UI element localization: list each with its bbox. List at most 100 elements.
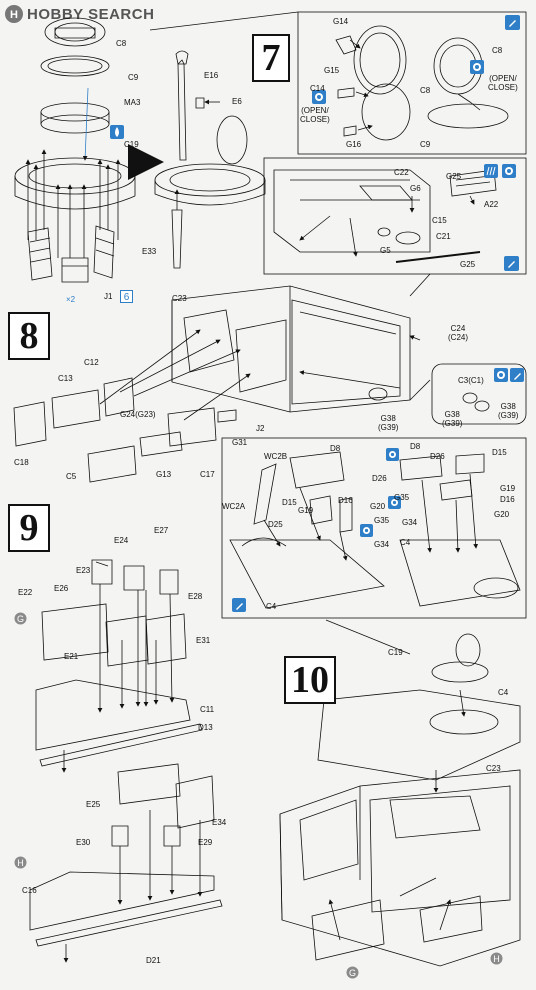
marker-h-icon: H xyxy=(490,952,503,965)
part-label: D16 xyxy=(338,496,353,505)
part-label: G20 xyxy=(370,502,386,511)
part-label: E23 xyxy=(76,566,91,575)
part-label: G34 xyxy=(402,518,418,527)
logo-text: HOBBY SEARCH xyxy=(27,5,155,23)
glue-icon xyxy=(110,125,124,139)
part-label: WC2A xyxy=(222,502,246,511)
svg-text:H: H xyxy=(493,954,500,964)
texture-icon xyxy=(484,164,498,178)
marker-h-icon: H xyxy=(14,856,27,869)
part-label: E31 xyxy=(196,636,211,645)
qty-box-icon: 6 xyxy=(120,290,133,303)
part-label: G25 xyxy=(460,260,476,269)
part-label: G5 xyxy=(380,246,391,255)
part-label: E21 xyxy=(64,652,79,661)
step7-roof-detail-box xyxy=(263,157,527,297)
part-label: D26 xyxy=(372,474,387,483)
part-label: J2 xyxy=(256,424,265,433)
part-label: ×2 xyxy=(66,295,76,304)
part-label: C14 xyxy=(310,84,325,93)
part-label: C13 xyxy=(58,374,73,383)
paint-icon xyxy=(510,368,524,382)
part-label: C4 xyxy=(498,688,509,697)
part-label: E29 xyxy=(198,838,213,847)
step9-fighting-compartment xyxy=(29,559,223,963)
part-label: C4 xyxy=(400,538,411,547)
part-label: D13 xyxy=(198,723,213,732)
part-label: D25 xyxy=(268,520,283,529)
movable-icon xyxy=(388,496,401,509)
part-label: E27 xyxy=(154,526,169,535)
part-label: C23 xyxy=(172,294,187,303)
part-label: G19 xyxy=(500,484,516,493)
part-label: C19 xyxy=(388,648,403,657)
part-label: C19 xyxy=(124,140,139,149)
paint-icon xyxy=(232,598,246,612)
step-number-8: 8 xyxy=(8,312,50,360)
part-label: C23 xyxy=(486,764,501,773)
part-label: G25 xyxy=(446,172,462,181)
part-label: C18 xyxy=(14,458,29,467)
part-label: G14 xyxy=(333,17,349,26)
part-label: (OPEN/ CLOSE) xyxy=(300,106,330,124)
marker-g-icon: G xyxy=(14,612,27,625)
paint-icon xyxy=(505,15,520,30)
step7-detail-box xyxy=(149,11,527,155)
part-label: C8 xyxy=(116,39,127,48)
part-label: G35 xyxy=(374,516,390,525)
part-label: D8 xyxy=(410,442,421,451)
step7-hatch-explode xyxy=(14,17,164,283)
step10-interior-detail-box xyxy=(221,437,527,619)
step-number-10: 10 xyxy=(284,656,336,704)
part-label: C9 xyxy=(128,73,139,82)
movable-icon xyxy=(386,448,399,461)
part-label: G15 xyxy=(324,66,340,75)
part-label: C3(C1) xyxy=(458,376,484,385)
part-label: C12 xyxy=(84,358,99,367)
part-label: J1 xyxy=(104,292,113,301)
step-number-7: 7 xyxy=(252,34,290,82)
hobby-search-logo-icon: H xyxy=(5,5,23,23)
part-label: C5 xyxy=(66,472,77,481)
part-label: C8 xyxy=(420,86,431,95)
movable-icon xyxy=(312,90,326,104)
hobby-search-logo: H HOBBY SEARCH xyxy=(4,3,154,25)
step-number-9: 9 xyxy=(8,504,50,552)
part-label: MA3 xyxy=(124,98,141,107)
svg-text:G: G xyxy=(17,614,24,624)
part-label: (OPEN/ CLOSE) xyxy=(488,74,518,92)
part-label: E34 xyxy=(212,818,227,827)
part-label: E16 xyxy=(204,71,219,80)
part-label: C16 xyxy=(22,886,37,895)
part-label: C11 xyxy=(200,705,215,714)
step8-hull xyxy=(13,285,527,483)
part-label: D15 xyxy=(282,498,297,507)
part-label: D15 xyxy=(492,448,507,457)
svg-text:H: H xyxy=(17,858,24,868)
paint-icon xyxy=(504,256,519,271)
part-label: D16 xyxy=(500,495,515,504)
part-label: G35 xyxy=(394,493,410,502)
svg-text:6: 6 xyxy=(124,292,130,303)
movable-icon xyxy=(502,164,516,178)
part-label: E30 xyxy=(76,838,91,847)
part-label: C9 xyxy=(420,140,431,149)
part-label: G16 xyxy=(346,140,362,149)
part-label: G38 (G39) xyxy=(378,414,399,432)
part-label: E25 xyxy=(86,800,101,809)
part-label: E26 xyxy=(54,584,69,593)
part-label: WC2B xyxy=(264,452,288,461)
part-label: E33 xyxy=(142,247,157,256)
part-label: E22 xyxy=(18,588,33,597)
part-label: C21 xyxy=(436,232,451,241)
svg-text:G: G xyxy=(349,968,356,978)
step10-hull-assembly xyxy=(279,619,521,967)
step7-hatch-assembled xyxy=(154,50,266,269)
part-label: E6 xyxy=(232,97,242,106)
part-label: C22 xyxy=(394,168,409,177)
part-label: G6 xyxy=(410,184,421,193)
part-label: G20 xyxy=(494,510,510,519)
part-label: C15 xyxy=(432,216,447,225)
